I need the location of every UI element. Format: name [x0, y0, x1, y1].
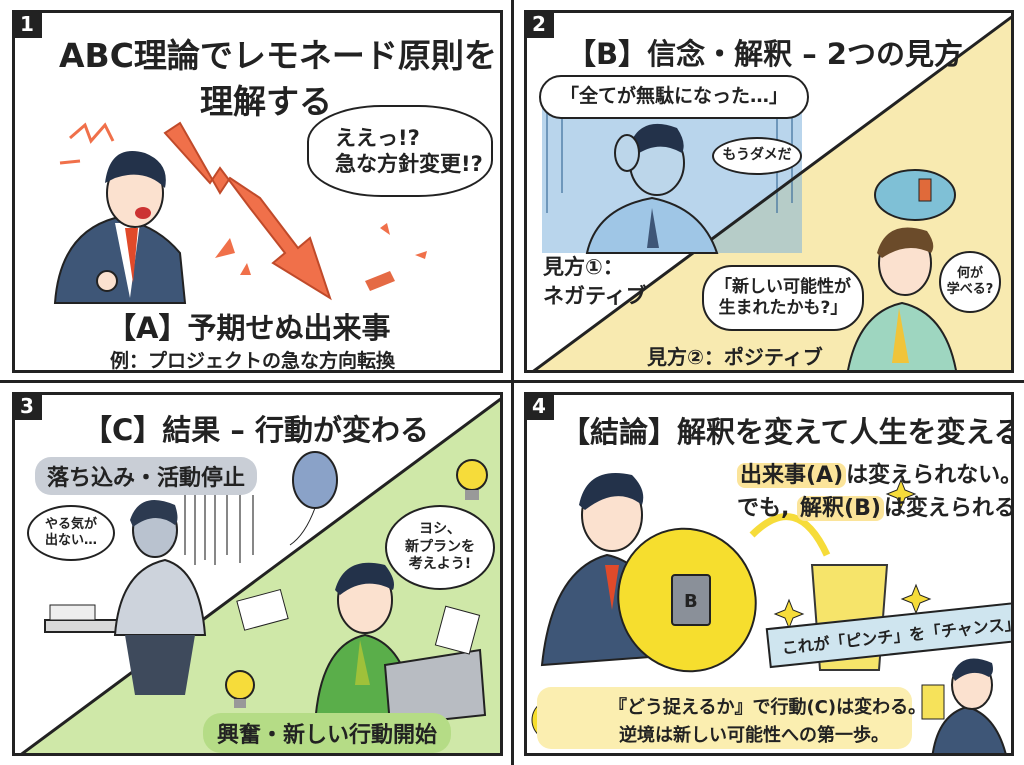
panel-title: 【B】信念・解釈 – 2つの見方 [567, 37, 963, 71]
thought-bubble-negative: もうダメだ [712, 137, 802, 175]
statement-text: は変えられる! [883, 496, 1014, 521]
statement-text: でも, [737, 496, 790, 521]
panel-number: 3 [15, 395, 42, 420]
switch-label: B [684, 591, 698, 612]
bubble-line: やる気が [44, 516, 97, 532]
statement-line2: でも, 解釈(B)は変えられる! [737, 490, 1014, 522]
bubble-line: 「新しい可能性が [715, 276, 851, 297]
bubble-line: 急な方針変更!? [335, 152, 483, 176]
bubble-line: 生まれたかも?」 [718, 298, 848, 318]
panel-3: 3 【C】結果 – 行動が変わる 落ち込み・活動停止 やる気が 出ない… ヨシ、… [12, 392, 503, 756]
businessman-surprised [53, 151, 187, 304]
speech-bubble-positive: ヨシ、 新プランを 考えよう! [385, 505, 495, 590]
businessman-depressed [44, 500, 207, 695]
lightbulb-icon [225, 670, 255, 708]
view1-label: 見方①： ネガティブ [543, 253, 647, 311]
bubble-line: 出ない… [44, 533, 97, 548]
positive-result-label: 興奮・新しい行動開始 [203, 713, 452, 753]
view1-line: 見方①： [543, 255, 624, 279]
document-icon [236, 588, 481, 655]
statement-text: は変えられない。 [846, 463, 1014, 488]
two-views-background [532, 15, 1011, 370]
negative-result-label: 落ち込み・活動停止 [35, 457, 258, 495]
speech-bubble-surprise: ええっ!? 急な方針変更!? [307, 105, 493, 197]
bubble-line: 考えよう! [408, 556, 472, 573]
panel-title: 【C】結果 – 行動が変わる [83, 413, 429, 447]
summary-box [537, 687, 912, 749]
highlight-event: 出来事(A) [737, 463, 847, 488]
results-background [20, 397, 500, 753]
lightbulb-icon [456, 459, 488, 500]
balloon-icon [289, 451, 338, 546]
statement-line1: 出来事(A)は変えられない。 [737, 457, 1014, 489]
businessman-negative [585, 123, 719, 254]
businessman-toasting [921, 658, 1007, 753]
panel-number: 2 [527, 13, 554, 38]
bubble-line: 新プランを [405, 538, 475, 555]
panel-2: 2 【B】信念・解釈 – 2つの見方 「全てが無駄になった…」 もうダメだ 見方… [524, 10, 1014, 373]
juice-stream [749, 513, 831, 557]
speech-bubble-positive: 「新しい可能性が 生まれたかも?」 [702, 265, 864, 331]
businessman-energized [313, 562, 487, 727]
thought-bubble-negative: やる気が 出ない… [27, 505, 115, 561]
bubble-line: ヨシ、 [419, 521, 461, 538]
sparkle-icon [773, 478, 932, 630]
brain-switch-icon [874, 169, 956, 221]
falling-arrow-icon [163, 121, 427, 301]
businessman-positive [847, 227, 957, 370]
thought-bubble-positive: 何が 学べる? [939, 251, 1001, 313]
event-illustration [53, 121, 427, 304]
panel-1: 1 ABC理論でレモネード原則を 理解する ええっ!? 急な方針変更!? 【A [12, 10, 503, 373]
highlight-interpretation: 解釈(B) [797, 496, 884, 521]
lemon-icon: B [617, 527, 757, 673]
view2-label: 見方②：ポジティブ [647, 345, 823, 369]
summary-line1: 『どう捉えるか』で行動(C)は変わる。 [609, 697, 927, 718]
bubble-line: ええっ!? [335, 125, 420, 150]
panel-title: 【結論】解釈を変えて人生を変える [561, 415, 1014, 449]
panel-title-line1: ABC理論でレモネード原則を [59, 36, 497, 75]
shock-lines-icon [59, 122, 115, 165]
panel-number: 4 [527, 395, 554, 420]
caption-a: 【A】予期せぬ出来事 [107, 311, 391, 345]
view1-line: ネガティブ [543, 284, 647, 308]
panel-4: B 4 【結論】解釈を変えて人生を変える 出来事(A)は変えられない。 でも, … [524, 392, 1014, 756]
bubble-line: 何が [956, 265, 983, 281]
summary-line2: 逆境は新しい可能性への第一歩。 [619, 725, 889, 746]
example-text: 例：プロジェクトの急な方向転換 [110, 350, 396, 372]
bubble-line: 学べる? [946, 282, 994, 297]
horizontal-divider [0, 380, 1024, 383]
panel-title-line2: 理解する [200, 82, 332, 121]
speech-bubble-negative: 「全てが無駄になった…」 [539, 75, 809, 119]
panel-number: 1 [15, 13, 42, 38]
